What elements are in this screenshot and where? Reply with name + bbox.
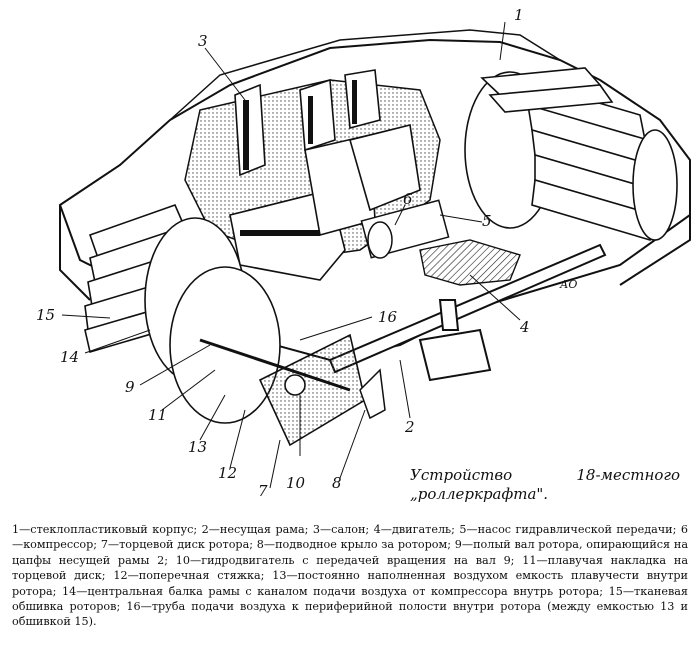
callout-lines bbox=[61, 21, 521, 489]
figure-caption: Устройство 18-местного „роллеркрафта". bbox=[410, 466, 680, 504]
callout-4: 4 bbox=[519, 318, 530, 336]
callout-12: 12 bbox=[218, 464, 237, 482]
legend-item: 15—тканевая обшивка роторов; bbox=[12, 584, 688, 614]
rollercraft-diagram: 1 2 3 4 5 6 7 8 9 10 11 12 13 14 15 16 А… bbox=[36, 6, 691, 500]
callout-2: 2 bbox=[404, 418, 415, 436]
legend-item: 14—центральная балка рамы с каналом пода… bbox=[62, 584, 609, 598]
legend-item: 9—полый вал ротора, опирающийся на цапфы… bbox=[12, 538, 688, 567]
callout-numbers: 1 2 3 4 5 6 7 8 9 10 11 12 13 14 15 16 bbox=[36, 6, 530, 500]
callout-9: 9 bbox=[125, 378, 135, 396]
legend-item: 5—насос гидравлической передачи; bbox=[459, 523, 681, 536]
cabin bbox=[184, 69, 441, 281]
caption-word-1: Устройство bbox=[410, 466, 513, 484]
rotor-left bbox=[84, 203, 366, 447]
legend: 1—стеклопластиковый корпус; 2—несущая ра… bbox=[12, 522, 688, 630]
callout-5: 5 bbox=[482, 212, 492, 230]
legend-item: 3—салон; bbox=[312, 523, 374, 536]
legend-item: 2—несущая рама; bbox=[201, 523, 313, 536]
callout-6: 6 bbox=[403, 190, 413, 208]
engine bbox=[419, 239, 521, 286]
caption-word-2: 18-местного bbox=[576, 466, 680, 484]
legend-item: 8—подводное крыло за ротором; bbox=[256, 538, 455, 552]
callout-16: 16 bbox=[378, 308, 398, 326]
legend-item: 12—поперечная стяжка; bbox=[113, 569, 273, 583]
legend-item: 16—труба подачи воздуха к периферийной п… bbox=[12, 600, 689, 629]
legend-item: 6—компрессор; bbox=[12, 523, 688, 552]
callout-3: 3 bbox=[198, 32, 208, 50]
rotor-right bbox=[464, 67, 678, 242]
callout-15: 15 bbox=[36, 306, 55, 324]
hydrofoil bbox=[359, 368, 386, 420]
callout-1: 1 bbox=[514, 6, 524, 24]
legend-item: 10—гидродвигатель с передачей вращения н… bbox=[175, 553, 523, 567]
callout-8: 8 bbox=[332, 474, 342, 492]
callout-13: 13 bbox=[188, 438, 207, 456]
legend-item: 4—двигатель; bbox=[373, 523, 460, 536]
legend-item: 7—торцевой диск ротора; bbox=[100, 538, 257, 552]
callout-14: 14 bbox=[60, 348, 79, 366]
legend-item: 1—стеклопластиковый корпус; bbox=[12, 523, 202, 536]
callout-7: 7 bbox=[258, 482, 268, 500]
legend-item: 13—постоянно наполненная воздухом емкост… bbox=[12, 569, 689, 598]
legend-item: 11—плавучая накладка на торцевой диск; bbox=[12, 553, 688, 583]
compressor bbox=[360, 199, 450, 259]
callout-11: 11 bbox=[148, 406, 167, 424]
frame bbox=[328, 243, 607, 382]
caption-line-2: „роллеркрафта". bbox=[410, 485, 549, 503]
callout-10: 10 bbox=[286, 474, 306, 492]
artist-signature: АО bbox=[559, 278, 577, 291]
